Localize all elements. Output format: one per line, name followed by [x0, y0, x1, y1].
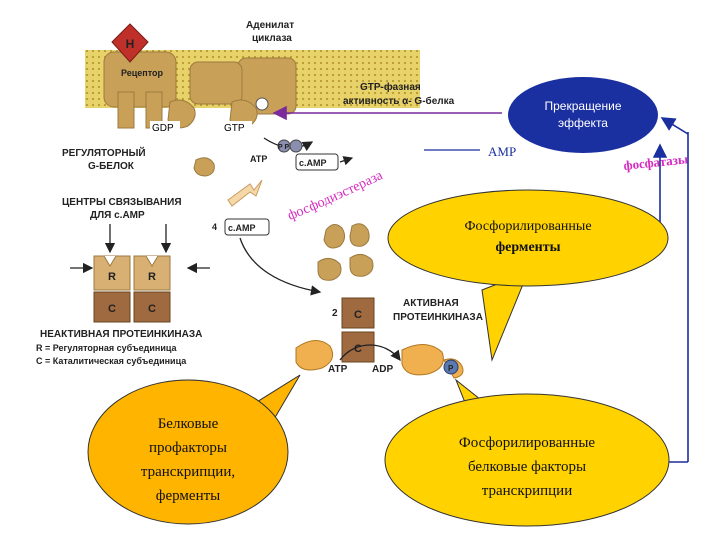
amp-label: AMP	[488, 144, 516, 159]
adp-label: ADP	[372, 364, 393, 375]
stop-effect-callout	[508, 77, 658, 153]
hormone-tag	[111, 23, 149, 63]
callout-enzymes	[387, 189, 669, 362]
active-c-label-2: C	[354, 343, 362, 355]
phosphate-label: P	[448, 364, 454, 373]
r-definition: R = Регуляторная субъединица	[36, 343, 177, 353]
camp-label-top: c.AMP	[299, 158, 327, 168]
regulatory-subunit-left	[93, 255, 131, 291]
callout-factors-label-2: профакторы	[149, 440, 227, 456]
gtp-label: GTP	[224, 123, 245, 134]
binding-centers-label-2: ДЛЯ c.AMP	[90, 210, 145, 221]
hormone-tag-label: H	[126, 37, 135, 51]
active-pk-label-2: ПРОТЕИНКИНАЗА	[393, 312, 483, 323]
receptor-label: Рецептор	[121, 68, 164, 78]
gtp-badge	[222, 121, 252, 133]
binding-centers-label-1: ЦЕНТРЫ СВЯЗЫВАНИЯ	[62, 197, 182, 208]
gdp-label: GDP	[152, 123, 174, 134]
active-pk-label-1: АКТИВНАЯ	[403, 298, 459, 309]
stop-effect-label-1: Прекращение	[545, 99, 622, 113]
gtpase-label-2: активность α- G-белка	[343, 95, 455, 107]
callout-phospho-label-3: транскрипции	[482, 483, 573, 499]
callout-enzymes-label-2: ферменты	[495, 240, 560, 255]
r-label-left: R	[108, 271, 116, 283]
four-label: 4	[212, 222, 217, 232]
callout-factors	[87, 374, 301, 525]
inactive-pk-label: НЕАКТИВНАЯ ПРОТЕИНКИНАЗА	[40, 329, 202, 340]
c-label-right: C	[148, 303, 156, 315]
adenylate-cyclase-protein	[189, 57, 297, 115]
camp-top-badge	[295, 153, 339, 171]
atp-label-top: ATP	[250, 154, 267, 164]
adenylate-cyclase-label-2: циклаза	[252, 33, 292, 44]
stop-effect-label-2: эффекта	[558, 116, 608, 130]
active-c-label-1: C	[354, 309, 362, 321]
catalytic-subunit-left	[93, 291, 131, 323]
active-r-subunits	[317, 223, 374, 281]
callout-phospho-factors	[384, 378, 670, 527]
atp-to-adp-arrow	[339, 344, 401, 362]
atp-label-bottom: ATP	[328, 364, 348, 375]
phosphatases-label: фосфатазы	[623, 151, 689, 173]
phosphorylated-protein	[401, 344, 444, 376]
regulatory-g-label-2: G-БЕЛОК	[88, 161, 135, 172]
callout-factors-label-4: ферменты	[156, 488, 220, 504]
camp-to-pk-arrow	[239, 237, 322, 296]
hatched-arrow	[227, 179, 263, 207]
callout-phospho-label-1: Фосфорилированные	[459, 435, 595, 451]
pp-badge	[277, 139, 303, 153]
gtpase-label-1: GTP-фазная	[360, 81, 421, 93]
substrate-protein	[295, 340, 334, 371]
active-catalytic-subunit-left	[341, 297, 375, 329]
regulatory-subunit-right	[133, 255, 171, 291]
step-two-label: 2	[332, 308, 338, 319]
phosphodiesterase-label: фосфодиэстераза	[286, 168, 386, 224]
camp-label-left: c.AMP	[228, 223, 256, 233]
callout-phospho-label-2: белковые факторы	[468, 459, 586, 475]
c-definition: C = Каталитическая субъединица	[36, 356, 187, 366]
g-subunit-free	[193, 157, 215, 177]
callout-factors-label-3: транскрипции,	[141, 464, 235, 480]
receptor-protein	[103, 51, 177, 129]
catalytic-subunit-right	[133, 291, 171, 323]
regulatory-g-label-1: РЕГУЛЯТОРНЫЙ	[62, 146, 146, 159]
pp-label: P P	[278, 144, 289, 151]
g-protein-gtp	[229, 97, 269, 129]
callout-enzymes-label-1: Фосфорилированные	[464, 219, 591, 234]
camp-left-badge	[224, 218, 270, 236]
callout-factors-label-1: Белковые	[158, 416, 219, 432]
phosphate-badge	[443, 359, 459, 375]
feedback-arrow-factors	[660, 117, 689, 135]
c-label-left: C	[108, 303, 116, 315]
r-label-right: R	[148, 271, 156, 283]
camp-to-amp-arrow	[339, 156, 354, 166]
gdp-badge	[150, 121, 180, 133]
adenylate-cyclase-label-1: Аденилат	[246, 20, 294, 31]
